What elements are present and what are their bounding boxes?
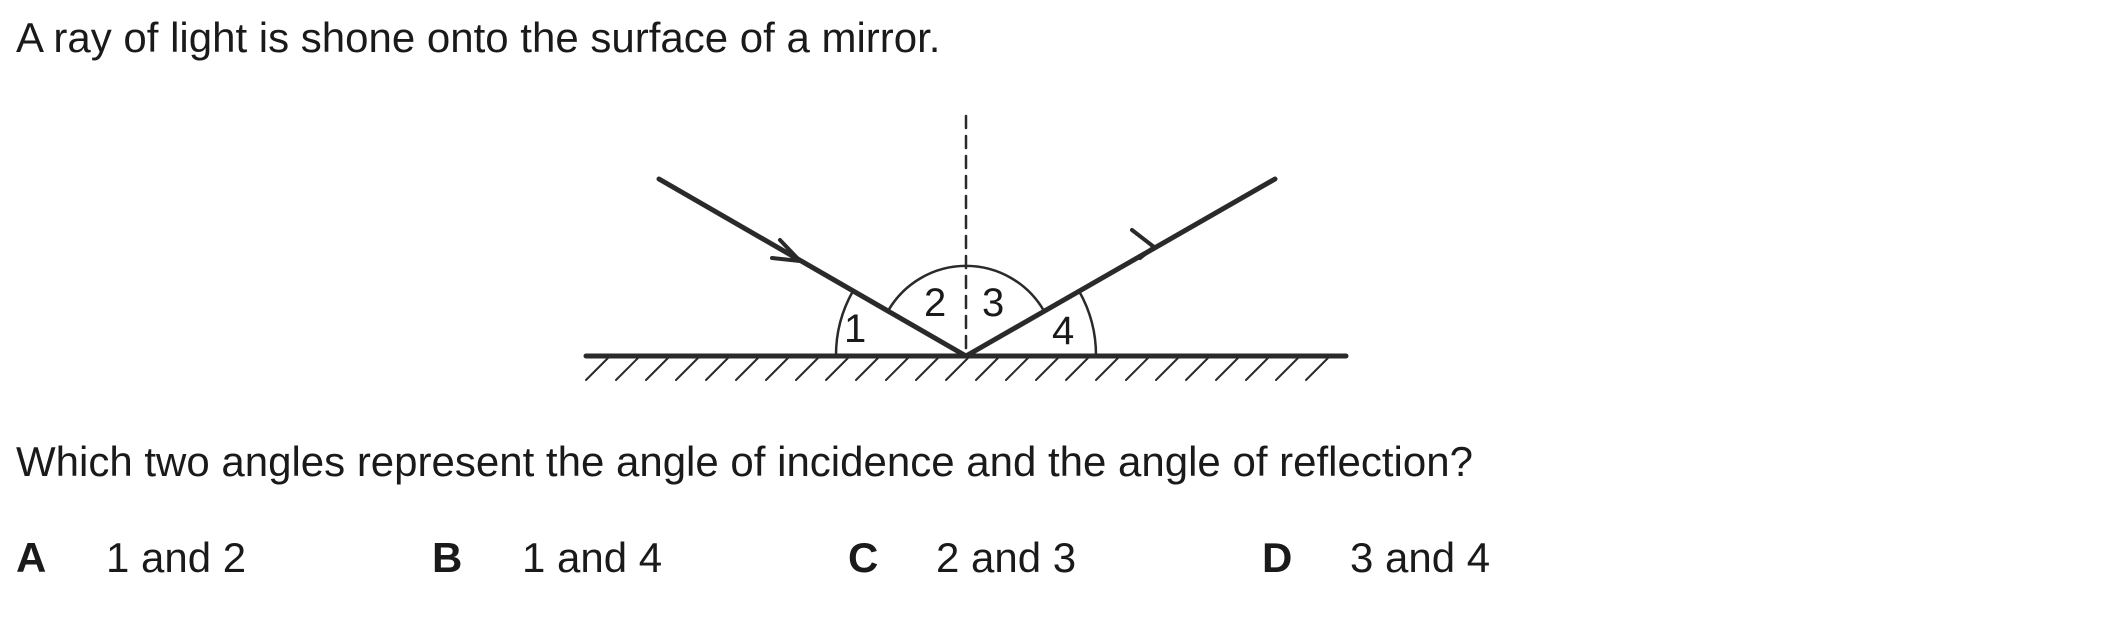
mirror-hatching [585,357,1329,381]
option-c-text[interactable]: 2 and 3 [936,534,1077,581]
angle-2-label: 2 [924,281,946,325]
incident-arrowhead [770,238,802,263]
angle-4-arc [1077,289,1098,358]
option-c-letter[interactable]: C [848,534,879,581]
option-a-text[interactable]: 1 and 2 [106,534,247,581]
incident-ray [656,176,969,359]
angle-1-label: 1 [844,307,866,351]
option-a-letter[interactable]: A [16,534,47,581]
angle-3-label: 3 [982,281,1004,325]
reflected-ray [963,176,1278,359]
option-b-text[interactable]: 1 and 4 [522,534,663,581]
angle-1-arc [834,289,855,358]
option-d-letter[interactable]: D [1262,534,1293,581]
reflected-arrowhead [1130,228,1156,260]
angle-2-3-arc [886,264,1046,313]
question-stem: A ray of light is shone onto the surface… [16,14,941,61]
option-d-text[interactable]: 3 and 4 [1350,534,1491,581]
option-b-letter[interactable]: B [432,534,463,581]
question-prompt: Which two angles represent the angle of … [16,438,1473,485]
angle-4-label: 4 [1052,309,1074,353]
